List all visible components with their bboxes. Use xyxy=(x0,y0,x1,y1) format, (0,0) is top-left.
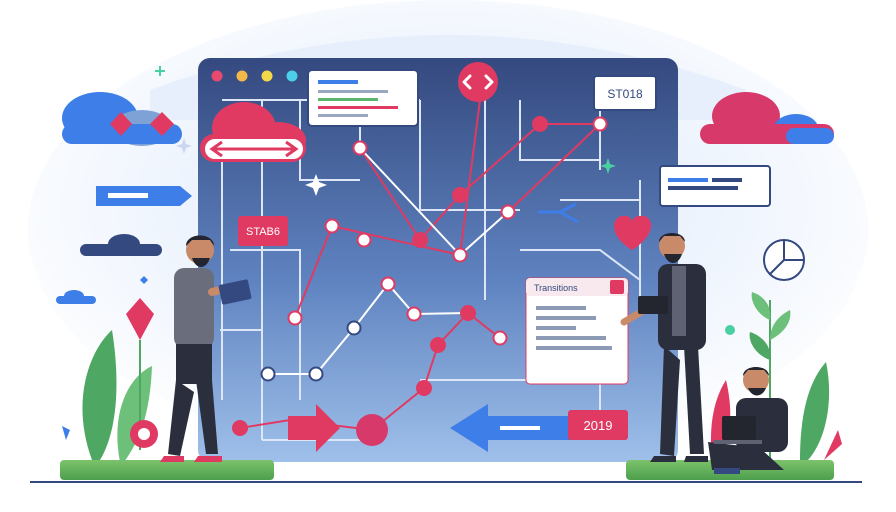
code-snippet-right xyxy=(659,165,771,207)
connector-lines-white xyxy=(268,147,509,375)
ground-left xyxy=(60,460,274,480)
node xyxy=(346,320,362,336)
plant-left xyxy=(62,298,158,462)
sparkle-icon xyxy=(305,174,327,196)
node xyxy=(356,232,372,248)
graph-nodes xyxy=(232,116,608,446)
node xyxy=(452,247,468,263)
window-dot xyxy=(211,70,223,82)
node xyxy=(412,232,428,248)
year-tag-label: 2019 xyxy=(584,418,613,433)
fork-icon xyxy=(538,202,579,224)
laptop-icon xyxy=(714,416,762,444)
status-box-top-right: ST018 xyxy=(593,75,657,111)
plant-right xyxy=(710,292,842,460)
node xyxy=(352,140,368,156)
arrow-left-icon xyxy=(450,404,580,452)
cloud-icon xyxy=(200,102,306,162)
year-tag: 2019 xyxy=(568,410,628,440)
window-dot xyxy=(286,70,298,82)
code-snippet-top xyxy=(307,69,419,127)
double-arrow-icon xyxy=(209,140,299,158)
node-large xyxy=(356,414,388,446)
diamond-shape xyxy=(150,112,174,136)
arrow-right-icon xyxy=(288,404,340,452)
diamond-shape xyxy=(110,112,132,136)
status-box-left-label: STAB6 xyxy=(246,226,280,238)
right-cloud xyxy=(700,92,834,144)
node xyxy=(260,366,276,382)
node xyxy=(532,116,548,132)
code-icon xyxy=(458,62,498,102)
person-sitting xyxy=(708,367,788,474)
tablet-icon xyxy=(638,296,668,314)
window-dot xyxy=(261,70,273,82)
node xyxy=(460,305,476,321)
node xyxy=(452,187,468,203)
arrow-right-icon xyxy=(96,186,192,206)
node xyxy=(430,337,446,353)
node xyxy=(500,204,516,220)
status-box-left: STAB6 xyxy=(238,216,288,246)
diamond-shape xyxy=(140,276,148,284)
node xyxy=(592,116,608,132)
node xyxy=(324,218,340,234)
sparkle-icon xyxy=(155,66,165,76)
node xyxy=(492,330,508,346)
popup-title: Transitions xyxy=(534,283,578,293)
tablet-icon xyxy=(218,279,252,305)
person-left xyxy=(160,235,252,462)
sparkle-icon xyxy=(176,138,192,154)
node xyxy=(287,310,303,326)
person-right xyxy=(620,233,708,462)
node xyxy=(380,276,396,292)
node xyxy=(308,366,324,382)
pie-chart-icon xyxy=(763,239,805,281)
left-cloud-dark xyxy=(80,234,162,256)
node xyxy=(416,380,432,396)
node xyxy=(232,420,248,436)
window-controls xyxy=(211,70,298,82)
status-box-label: ST018 xyxy=(607,87,643,101)
sparkle-icon xyxy=(600,158,616,174)
node xyxy=(406,306,422,322)
window-dot xyxy=(236,70,248,82)
heart-icon xyxy=(614,215,652,250)
transitions-popup: Transitions xyxy=(525,277,629,385)
small-cloud-blue xyxy=(56,290,96,304)
